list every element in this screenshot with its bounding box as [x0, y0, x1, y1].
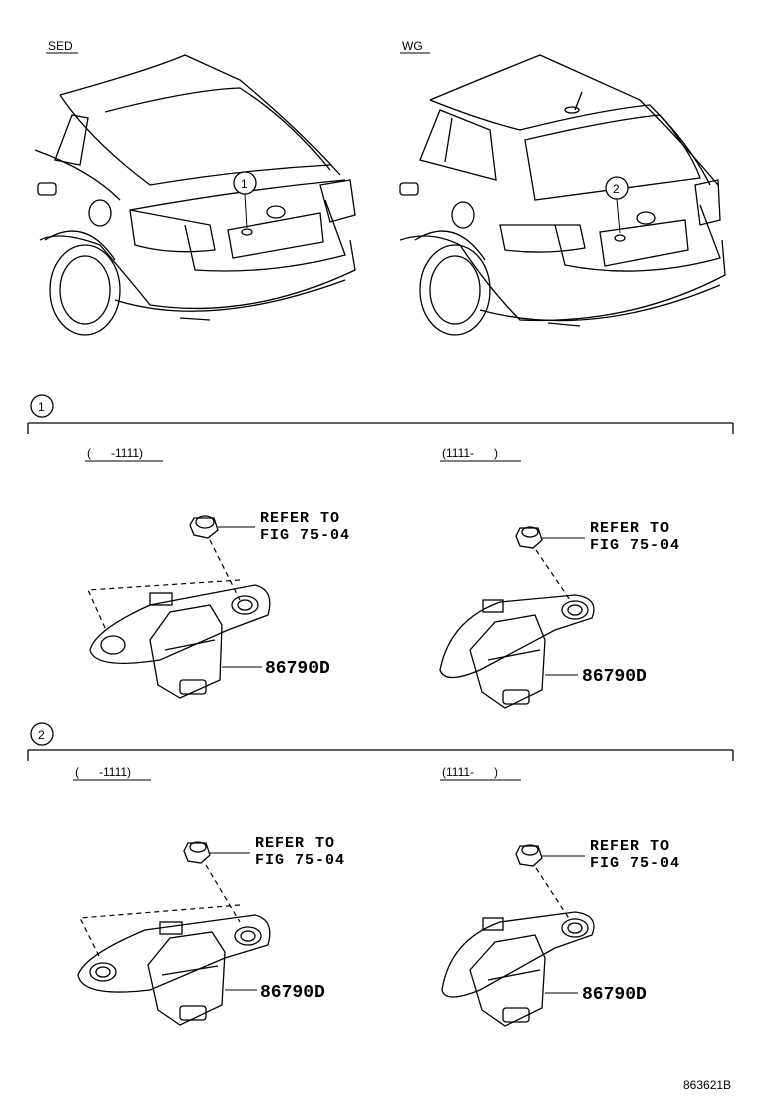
sedan-view: SED 1 [34, 39, 356, 336]
section-2-variant-early: ( -1111) REFER TO FIG 75-04 86790D [73, 765, 345, 1026]
date-range: ( -1111) [75, 765, 131, 779]
wagon-tag: WG [402, 39, 423, 53]
refer-line-1: REFER TO [260, 510, 340, 527]
section-2-number: 2 [38, 728, 45, 742]
date-range: (1111- ) [442, 446, 498, 460]
sedan-callout-number: 1 [241, 177, 248, 191]
refer-line-2: FIG 75-04 [255, 852, 345, 869]
section-2: 2 ( -1111) REFER TO FIG 75-04 [27, 722, 734, 1027]
refer-line-1: REFER TO [590, 838, 670, 855]
part-number: 86790D [582, 985, 647, 1005]
section-1-variant-late: (1111- ) REFER TO FIG 75-04 86790D [439, 446, 680, 709]
date-range: (1111- ) [442, 765, 498, 779]
section-1: 1 ( -1111) REFER TO FIG 75-04 [27, 394, 734, 709]
part-number: 86790D [582, 667, 647, 687]
illustration-code: 863621B [683, 1078, 731, 1092]
part-number: 86790D [265, 659, 330, 679]
section-1-variant-early: ( -1111) REFER TO FIG 75-04 86790D [85, 446, 350, 699]
part-number: 86790D [260, 983, 325, 1003]
refer-line-2: FIG 75-04 [590, 537, 680, 554]
section-1-number: 1 [38, 400, 45, 414]
wagon-callout-number: 2 [613, 182, 620, 196]
date-range: ( -1111) [87, 446, 143, 460]
sedan-tag: SED [48, 39, 73, 53]
refer-line-1: REFER TO [590, 520, 670, 537]
refer-line-2: FIG 75-04 [590, 855, 680, 872]
refer-line-1: REFER TO [255, 835, 335, 852]
wagon-view: WG 2 [399, 39, 726, 336]
section-2-variant-late: (1111- ) REFER TO FIG 75-04 86790D [440, 765, 680, 1027]
refer-line-2: FIG 75-04 [260, 527, 350, 544]
